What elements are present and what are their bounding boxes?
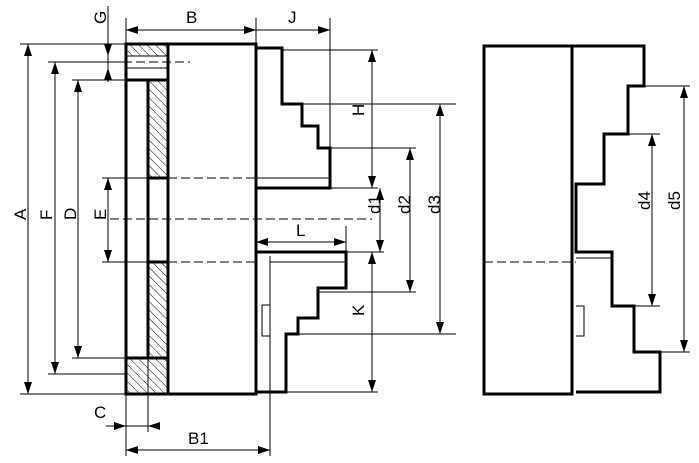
label-E: E <box>91 209 110 220</box>
dimension-lines <box>20 6 690 456</box>
label-J: J <box>288 8 297 27</box>
lower-jaw <box>256 250 348 394</box>
dimension-labels: A F D E G B J H d1 d2 d3 L K C B1 d4 d5 <box>11 8 684 448</box>
label-B1: B1 <box>188 429 209 448</box>
hatch-lower <box>148 262 168 360</box>
label-d5: d5 <box>665 191 684 210</box>
label-d3: d3 <box>425 195 444 214</box>
label-D: D <box>61 208 80 220</box>
label-B: B <box>186 8 197 27</box>
label-L: L <box>296 221 305 240</box>
label-H: H <box>349 104 368 116</box>
label-C: C <box>94 403 106 422</box>
chuck-body-side <box>482 44 574 396</box>
label-A: A <box>11 208 30 220</box>
hatch-bottom <box>126 358 168 394</box>
label-K: K <box>349 304 368 316</box>
label-G: G <box>91 11 110 24</box>
hatch-top <box>125 43 169 57</box>
side-jaws <box>572 44 662 394</box>
right-view <box>482 44 662 396</box>
label-F: F <box>37 210 56 220</box>
label-d2: d2 <box>395 195 414 214</box>
label-d1: d1 <box>365 195 384 214</box>
hatch-upper <box>148 80 168 178</box>
left-view <box>110 42 372 396</box>
label-d4: d4 <box>635 191 654 210</box>
upper-jaw <box>256 46 332 190</box>
